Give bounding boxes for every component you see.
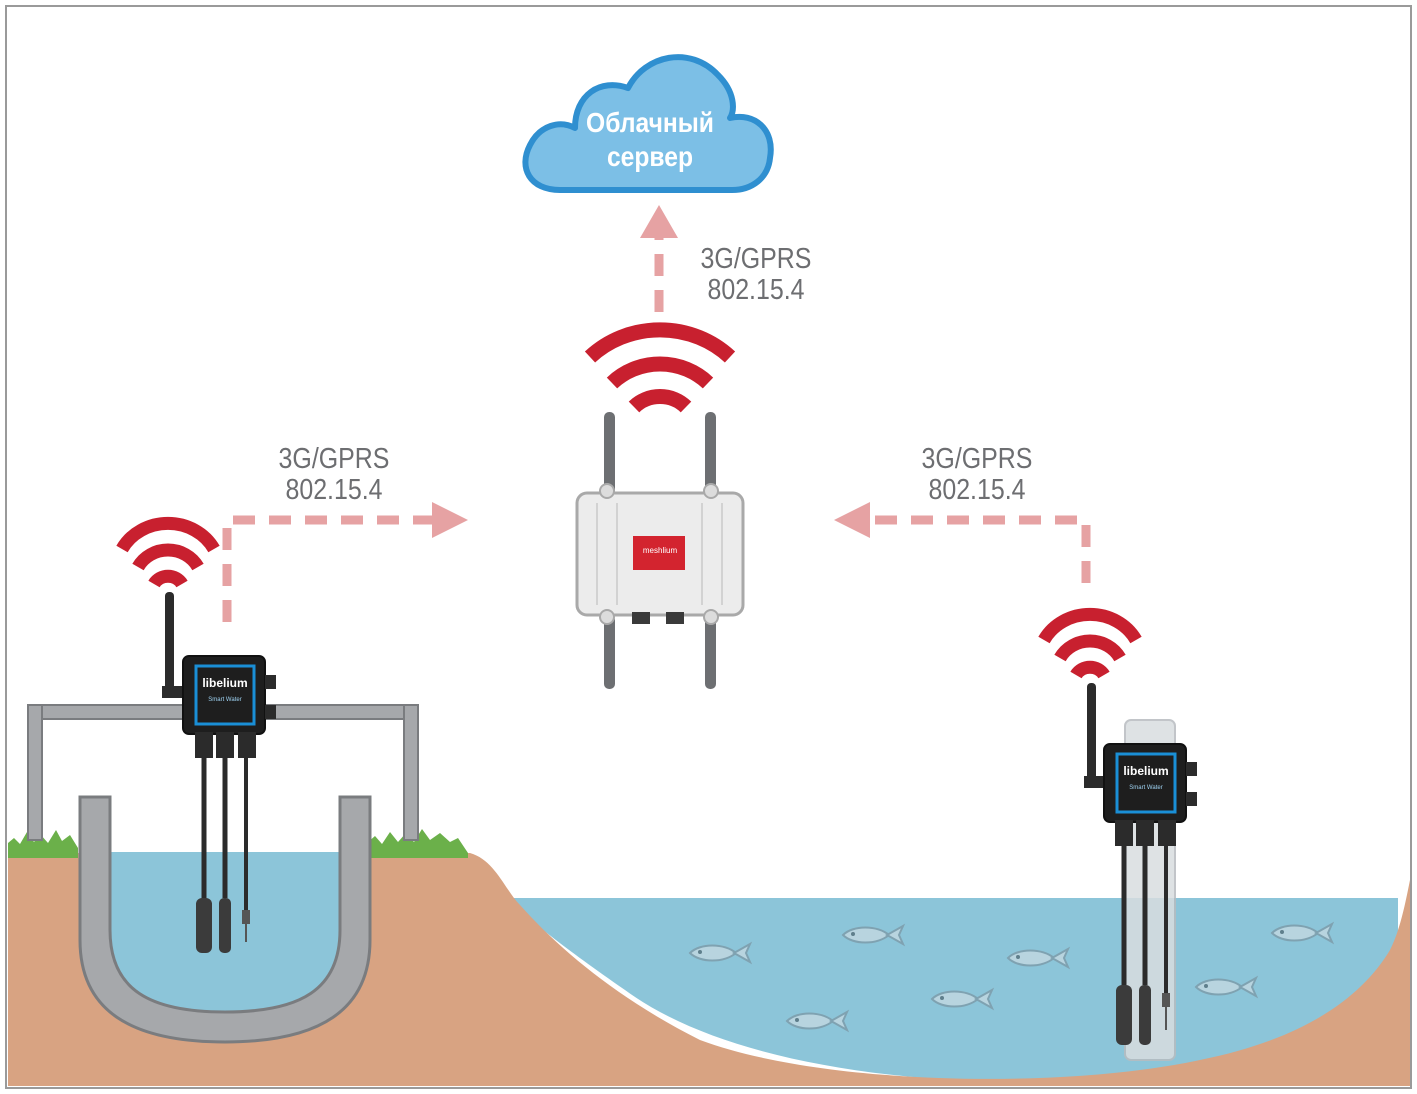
gateway-brand: meshlium	[642, 546, 678, 555]
wifi-signal-icon	[1038, 607, 1142, 679]
sensor-node-icon	[1103, 743, 1197, 846]
protocol-secondary: 802.15.4	[707, 274, 805, 306]
antenna-icon	[162, 686, 182, 698]
protocol-secondary: 802.15.4	[285, 474, 383, 506]
antenna-icon	[1087, 683, 1096, 783]
cloud-label: Облачный сервер	[571, 106, 729, 174]
link-label-right-node: 3G/GPRS 802.15.4	[917, 444, 1037, 506]
u-channel	[78, 795, 372, 1044]
cloud-label-line2: сервер	[606, 141, 694, 172]
wifi-signal-icon	[584, 322, 736, 413]
sensor-node-icon	[182, 655, 276, 758]
probe-icon	[1116, 846, 1170, 1045]
probe-icon	[196, 758, 250, 953]
protocol-primary: 3G/GPRS	[700, 243, 812, 275]
right-node-product: Smart Water	[1129, 785, 1163, 791]
protocol-primary: 3G/GPRS	[278, 443, 390, 475]
page-border	[5, 5, 1412, 1089]
wifi-signal-icon	[116, 516, 220, 588]
left-node-product: Smart Water	[208, 697, 242, 703]
protocol-secondary: 802.15.4	[928, 474, 1026, 506]
protocol-primary: 3G/GPRS	[921, 443, 1033, 475]
link-label-left-node: 3G/GPRS 802.15.4	[274, 444, 394, 506]
grass	[8, 829, 468, 858]
antenna-icon	[165, 592, 174, 694]
link-label-gateway-to-cloud: 3G/GPRS 802.15.4	[696, 244, 816, 306]
left-node-brand: libelium	[202, 676, 248, 690]
arrow-gateway-to-cloud	[640, 205, 678, 312]
antenna-icon	[1084, 776, 1104, 788]
gateway-icon	[575, 412, 745, 689]
arrow-right-node-to-gateway	[834, 502, 1091, 583]
cloud-label-line1: Облачный	[586, 107, 714, 138]
right-node-brand: libelium	[1123, 764, 1169, 778]
arrow-left-node-to-gateway	[222, 502, 468, 622]
cloud-icon	[522, 54, 774, 193]
